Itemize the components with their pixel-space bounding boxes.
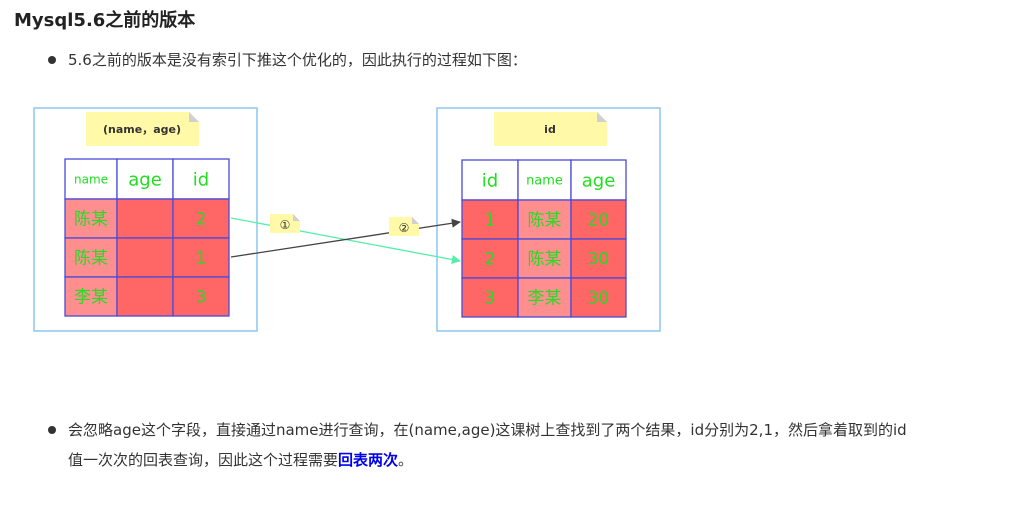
right-table-value: 20: [588, 211, 610, 231]
right-table-value: 1: [485, 211, 496, 231]
explanation-suffix: 。: [398, 451, 414, 469]
right-table-cell: [517, 199, 572, 240]
left-table-value: 3: [196, 288, 207, 308]
explanation-line-2: 值一次次的回表查询，因此这个过程需要回表两次。: [68, 445, 413, 475]
right-table-cell: [461, 277, 519, 318]
step2-label: ②: [399, 221, 410, 235]
explanation-line-1: 会忽略age这个字段，直接通过name进行查询，在(name,age)这课树上查…: [68, 421, 907, 439]
left-table-header-age: age: [128, 169, 162, 190]
right-table-cell: [461, 199, 519, 240]
right-table-value: 30: [588, 250, 610, 270]
left-table-header-cell: [172, 158, 230, 200]
right-table-value: 3: [485, 289, 496, 309]
step2-arrow: [230, 218, 461, 258]
emphasis-link[interactable]: 回表两次: [338, 451, 399, 469]
right-table-value: 陈某: [528, 250, 562, 270]
right-index-note: id: [494, 112, 607, 146]
left-table-header-id: id: [193, 169, 209, 190]
left-table-cell: [64, 237, 118, 278]
right-table-cell: [461, 238, 519, 279]
bullet-dot: [48, 56, 56, 64]
right-table-value: 李某: [528, 289, 562, 309]
right-table-cell: [570, 199, 627, 240]
left-index-note: (name，age): [86, 112, 199, 146]
bullet-dot: [48, 426, 56, 434]
intro-paragraph: 5.6之前的版本是没有索引下推这个优化的，因此执行的过程如下图：: [68, 51, 527, 69]
right-table-header-id: id: [482, 170, 498, 191]
left-table-value: 陈某: [74, 210, 108, 230]
right-table-header-cell: [461, 159, 519, 201]
index-lookup-diagram: (name，age) id name age id 陈某 2 陈某 1 李某 3 id name a…: [33, 107, 661, 332]
right-table-value: 2: [485, 250, 496, 270]
left-table-cell: [172, 276, 230, 317]
step1-badge: ①: [270, 214, 300, 233]
right-table-value: 陈某: [528, 211, 562, 231]
left-table-header-name: name: [74, 172, 108, 186]
left-table-value: 李某: [74, 288, 108, 308]
step1-label: ①: [280, 218, 291, 232]
right-table-cell: [570, 277, 627, 318]
step2-badge: ②: [389, 217, 419, 236]
right-index-note-text: id: [544, 123, 556, 136]
left-table-cell: [172, 237, 230, 278]
left-table-cell: [116, 276, 174, 317]
left-table-cell: [116, 237, 174, 278]
left-index-note-text: (name，age): [103, 123, 181, 136]
left-index-table: name age id 陈某 2 陈某 1 李某 3: [64, 158, 230, 317]
right-table-value: 30: [588, 289, 610, 309]
page-title: Mysql5.6之前的版本: [14, 10, 196, 31]
left-table-value: 2: [196, 210, 207, 230]
left-table-value: 陈某: [74, 249, 108, 269]
left-table-value: 1: [196, 249, 207, 269]
right-table-header-age: age: [582, 170, 616, 191]
right-table-cell: [517, 238, 572, 279]
left-table-cell: [172, 198, 230, 239]
right-table-header-name: name: [526, 174, 563, 189]
right-table-cell: [570, 238, 627, 279]
right-index-table: id name age 1 陈某 20 2 陈某 30 3 李某 30: [461, 159, 627, 318]
left-table-cell: [64, 276, 118, 317]
explanation-line-2-text: 值一次次的回表查询，因此这个过程需要: [68, 451, 339, 469]
left-table-cell: [116, 198, 174, 239]
